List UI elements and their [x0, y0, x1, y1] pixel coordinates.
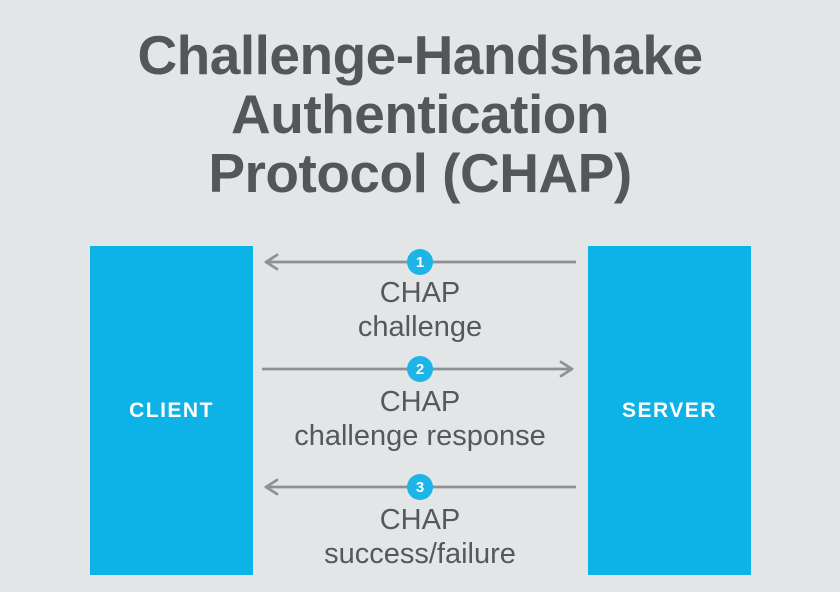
step3-number-badge: 3	[407, 474, 433, 500]
step1-number: 1	[415, 253, 425, 271]
step3-label: CHAP success/failure	[240, 503, 600, 571]
step2-label-line2: challenge response	[294, 420, 546, 452]
step2-label: CHAP challenge response	[240, 385, 600, 453]
step3-label-line1: CHAP	[379, 504, 461, 536]
client-box: CLIENT	[90, 246, 253, 575]
step1-label-line2: challenge	[357, 311, 483, 343]
page-title: Challenge-Handshake Authentication Proto…	[0, 26, 840, 203]
step2-number-badge: 2	[407, 356, 433, 382]
step2-label-line1: CHAP	[379, 386, 461, 418]
server-label: SERVER	[622, 398, 717, 422]
step1-number-badge: 1	[407, 249, 433, 275]
title-line-3: Protocol (CHAP)	[208, 142, 632, 204]
step1-label: CHAP challenge	[240, 276, 600, 344]
step3-label-line2: success/failure	[324, 538, 516, 570]
step3-number: 3	[415, 478, 425, 496]
title-line-1: Challenge-Handshake	[137, 24, 703, 86]
title-line-2: Authentication	[231, 83, 609, 145]
step1-label-line1: CHAP	[379, 277, 461, 309]
client-label: CLIENT	[129, 398, 214, 422]
server-box: SERVER	[588, 246, 751, 575]
step2-number: 2	[415, 360, 425, 378]
